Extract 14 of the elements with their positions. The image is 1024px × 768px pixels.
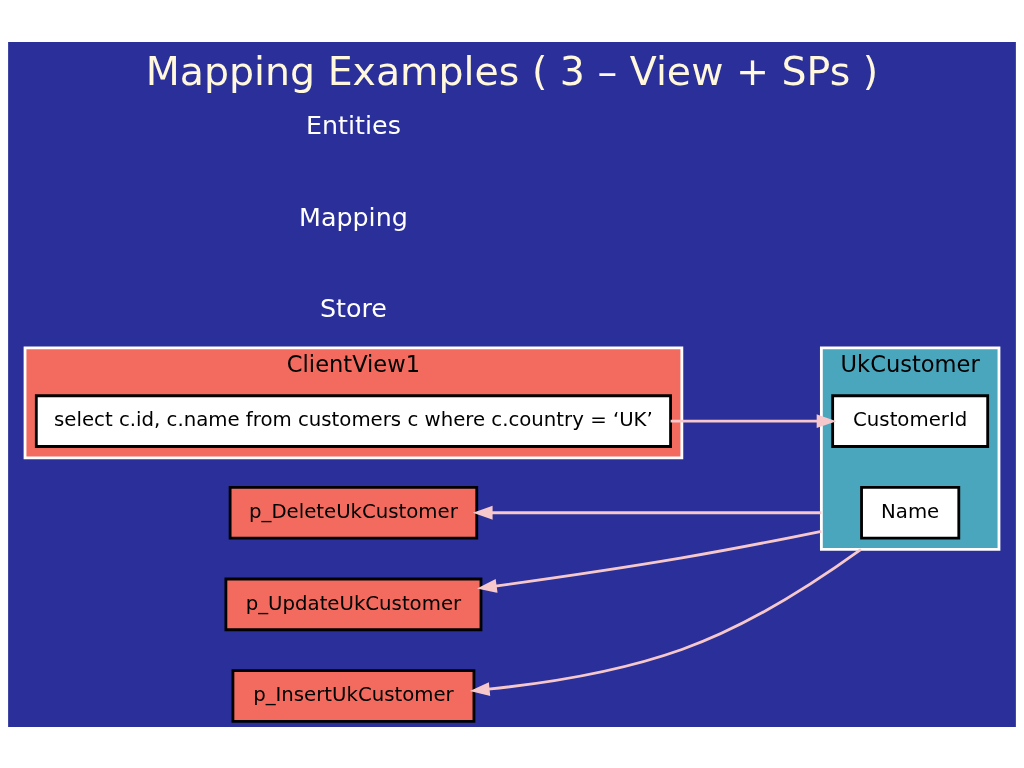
node-box: select c.id, c.name from customers c where c.country = ‘UK’ — [34, 393, 672, 448]
diagram-title: Mapping Examples ( 3 – View + SPs ) — [145, 47, 879, 94]
node-box: Name — [860, 485, 961, 540]
node-box: CustomerId — [831, 393, 990, 448]
node-box: p_UpdateUkCustomer — [224, 577, 483, 631]
node-box: p_DeleteUkCustomer — [228, 485, 479, 540]
label: Store — [319, 292, 387, 323]
label: Entities — [305, 109, 401, 140]
arrow — [477, 529, 822, 593]
node-box: p_InsertUkCustomer — [231, 668, 476, 723]
arrow — [472, 505, 822, 520]
arrow — [469, 547, 862, 696]
arrow — [670, 413, 837, 428]
label: Mapping — [299, 201, 408, 232]
